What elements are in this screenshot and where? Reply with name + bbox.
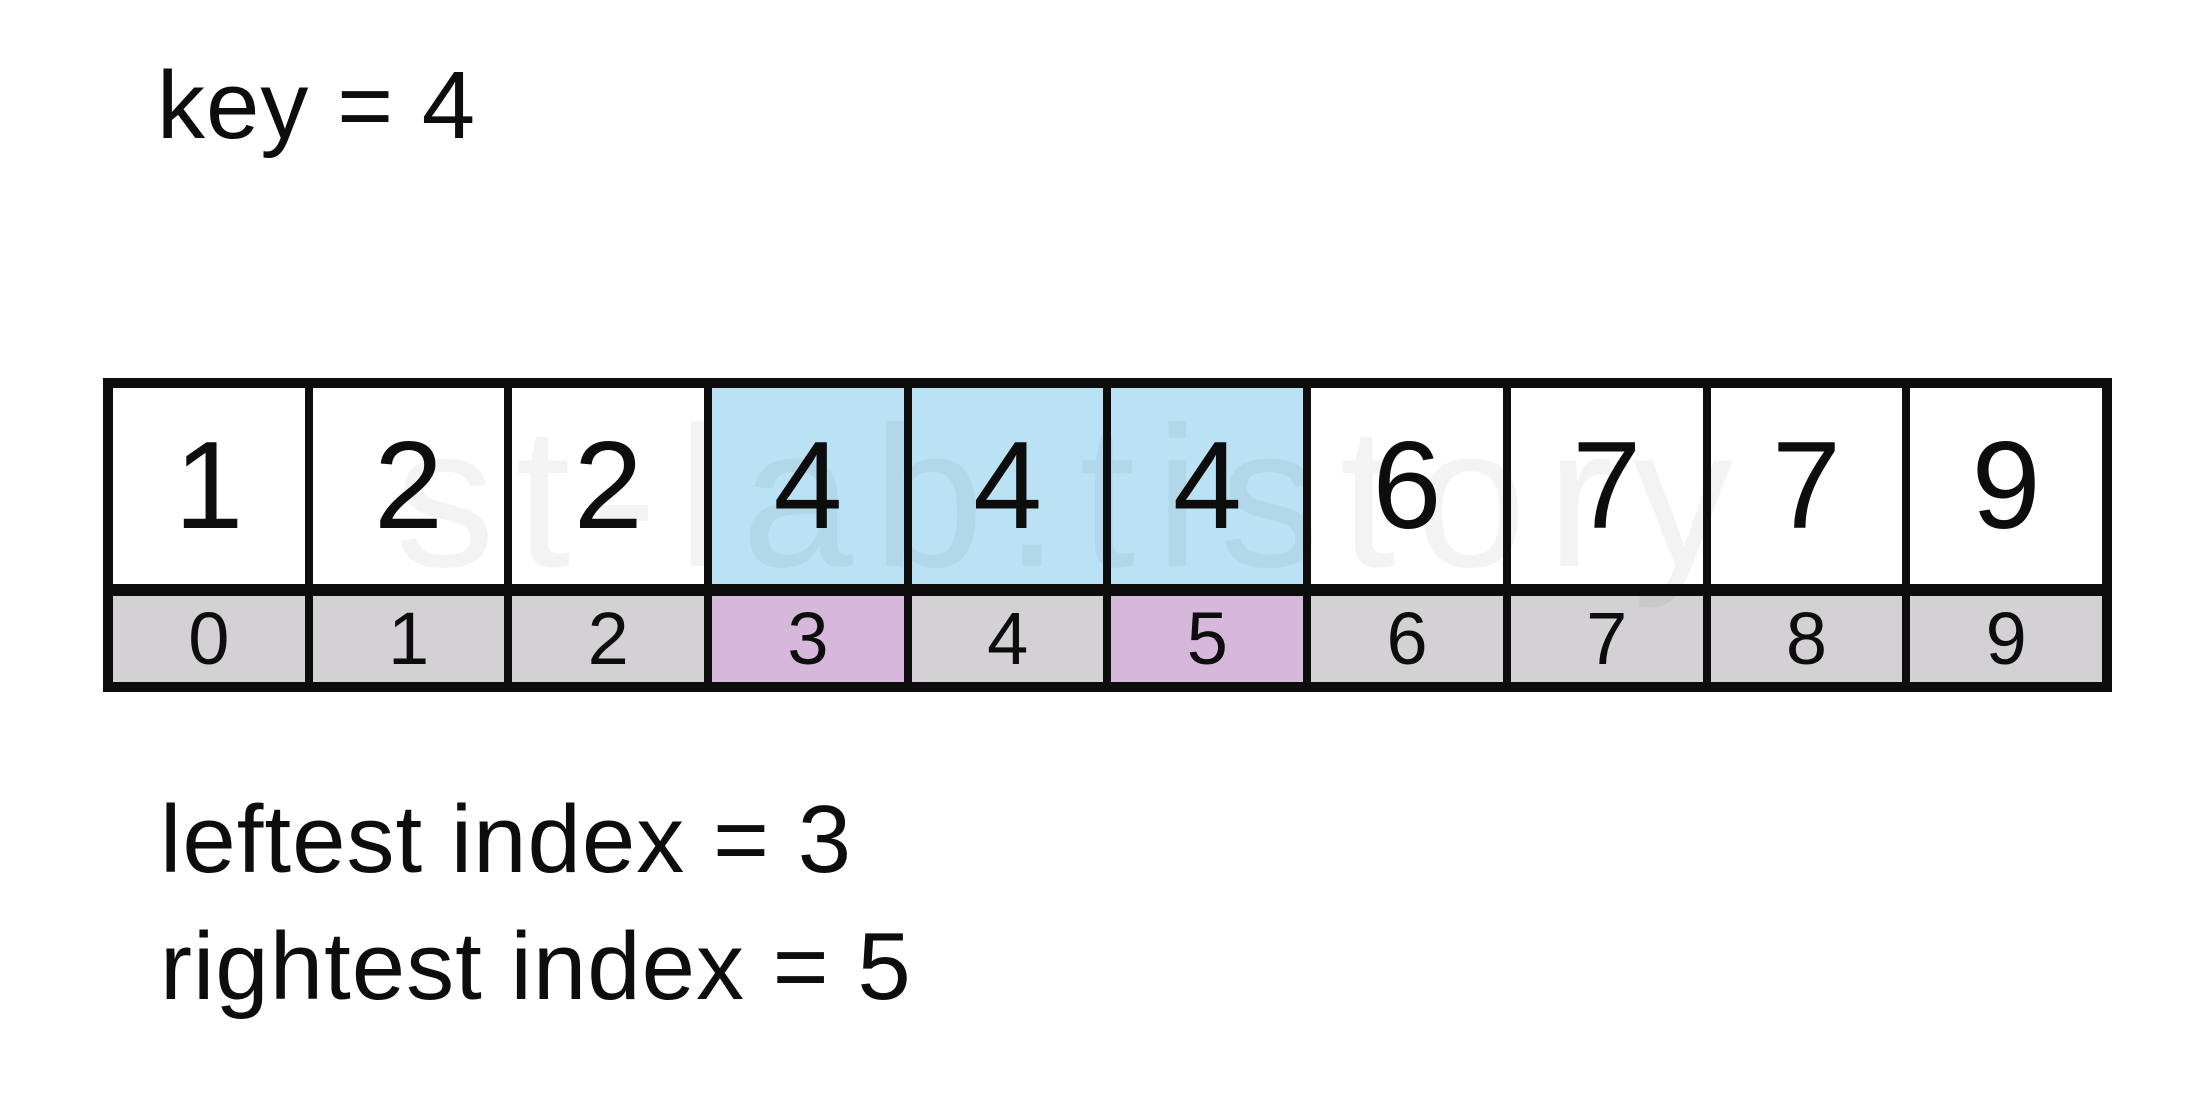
array-index-cell-9: 9 — [1910, 596, 2102, 682]
array-index-cell-4: 4 — [911, 596, 1104, 682]
array-index-cell-6: 6 — [1311, 596, 1503, 682]
array-index-cell-8: 8 — [1710, 596, 1903, 682]
array-index-cell-5: 5 — [1111, 596, 1304, 682]
array-index-cell-1: 1 — [312, 596, 505, 682]
leftest-index-label: leftest index = 3 — [160, 786, 853, 893]
array-value-cell-6: 6 — [1311, 388, 1503, 584]
array-value-cell-9: 9 — [1910, 388, 2102, 584]
array-value-cell-0: 1 — [113, 388, 305, 584]
array-index-cell-7: 7 — [1510, 596, 1703, 682]
array-index-cell-0: 0 — [113, 596, 305, 682]
array-value-cell-2: 2 — [512, 388, 705, 584]
array-index-cell-2: 2 — [512, 596, 705, 682]
rightest-index-label: rightest index = 5 — [160, 913, 912, 1020]
array-value-cell-1: 2 — [312, 388, 505, 584]
array-index-cell-3: 3 — [712, 596, 904, 682]
array-value-cell-8: 7 — [1710, 388, 1903, 584]
array-value-cell-3: 4 — [712, 388, 904, 584]
key-label: key = 4 — [157, 52, 477, 159]
array-value-cell-7: 7 — [1510, 388, 1703, 584]
array-value-cell-5: 4 — [1111, 388, 1304, 584]
array-value-cell-4: 4 — [911, 388, 1104, 584]
